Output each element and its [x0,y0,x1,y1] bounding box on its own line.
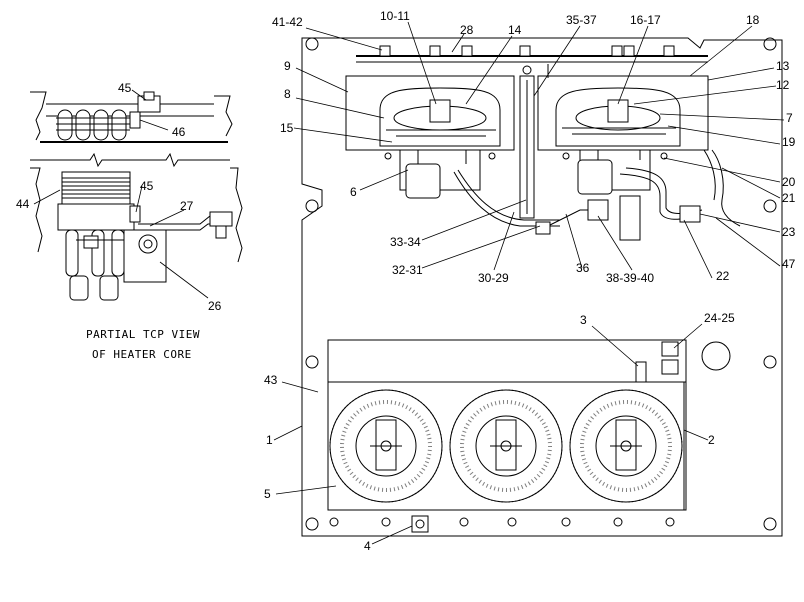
center-bracket [519,64,549,219]
callout-6: 6 [350,185,357,199]
view-caption-line2: OF HEATER CORE [92,348,192,361]
main-panel [301,37,783,537]
callout-43: 43 [264,373,278,387]
callout-9: 9 [284,59,291,73]
callout-15: 15 [280,121,294,135]
callout-20: 20 [782,175,796,189]
heater-element-right [569,389,683,503]
callout-22: 22 [716,269,730,283]
top-bolts [379,45,675,57]
callout-7: 7 [786,111,793,125]
view-caption-line1: PARTIAL TCP VIEW [86,328,200,341]
callout-labels: 41-42 10-11 28 14 35-37 16-17 18 13 12 9… [16,9,796,553]
callout-47: 47 [782,257,796,271]
callout-13: 13 [776,59,790,73]
callout-26: 26 [208,299,222,313]
callout-3: 3 [580,313,587,327]
callout-45-lower: 45 [140,179,154,193]
callout-38-39-40: 38-39-40 [606,271,654,285]
lower-heater-box [327,339,687,533]
callout-19: 19 [782,135,796,149]
callout-27: 27 [180,199,194,213]
callout-35-37: 35-37 [566,13,597,27]
callout-44: 44 [16,197,30,211]
callout-12: 12 [776,78,790,92]
callout-41-42: 41-42 [272,15,303,29]
callout-36: 36 [576,261,590,275]
callout-18: 18 [746,13,760,27]
callout-33-34: 33-34 [390,235,421,249]
callout-28: 28 [460,23,474,37]
callout-21: 21 [782,191,796,205]
callout-32-31: 32-31 [392,263,423,277]
callout-16-17: 16-17 [630,13,661,27]
heater-element-left [329,389,443,503]
callout-45-upper: 45 [118,81,132,95]
callout-10-11: 10-11 [380,9,410,23]
callout-4: 4 [364,539,371,553]
callout-14: 14 [508,23,522,37]
callout-8: 8 [284,87,291,101]
callout-1: 1 [266,433,273,447]
left-blower-housing [345,75,515,199]
callout-24-25: 24-25 [704,311,735,325]
callout-5: 5 [264,487,271,501]
callout-23: 23 [782,225,796,239]
heater-element-center [449,389,563,503]
leader-lines [33,21,785,545]
heater-core-fins [61,171,131,205]
right-blower-housing [537,75,709,195]
tubing [453,149,741,241]
heater-coil-upper [56,109,130,141]
callout-30-29: 30-29 [478,271,509,285]
heater-core-partial-view: PARTIAL TCP VIEW OF HEATER CORE [30,91,243,361]
callout-46: 46 [172,125,186,139]
callout-2: 2 [708,433,715,447]
